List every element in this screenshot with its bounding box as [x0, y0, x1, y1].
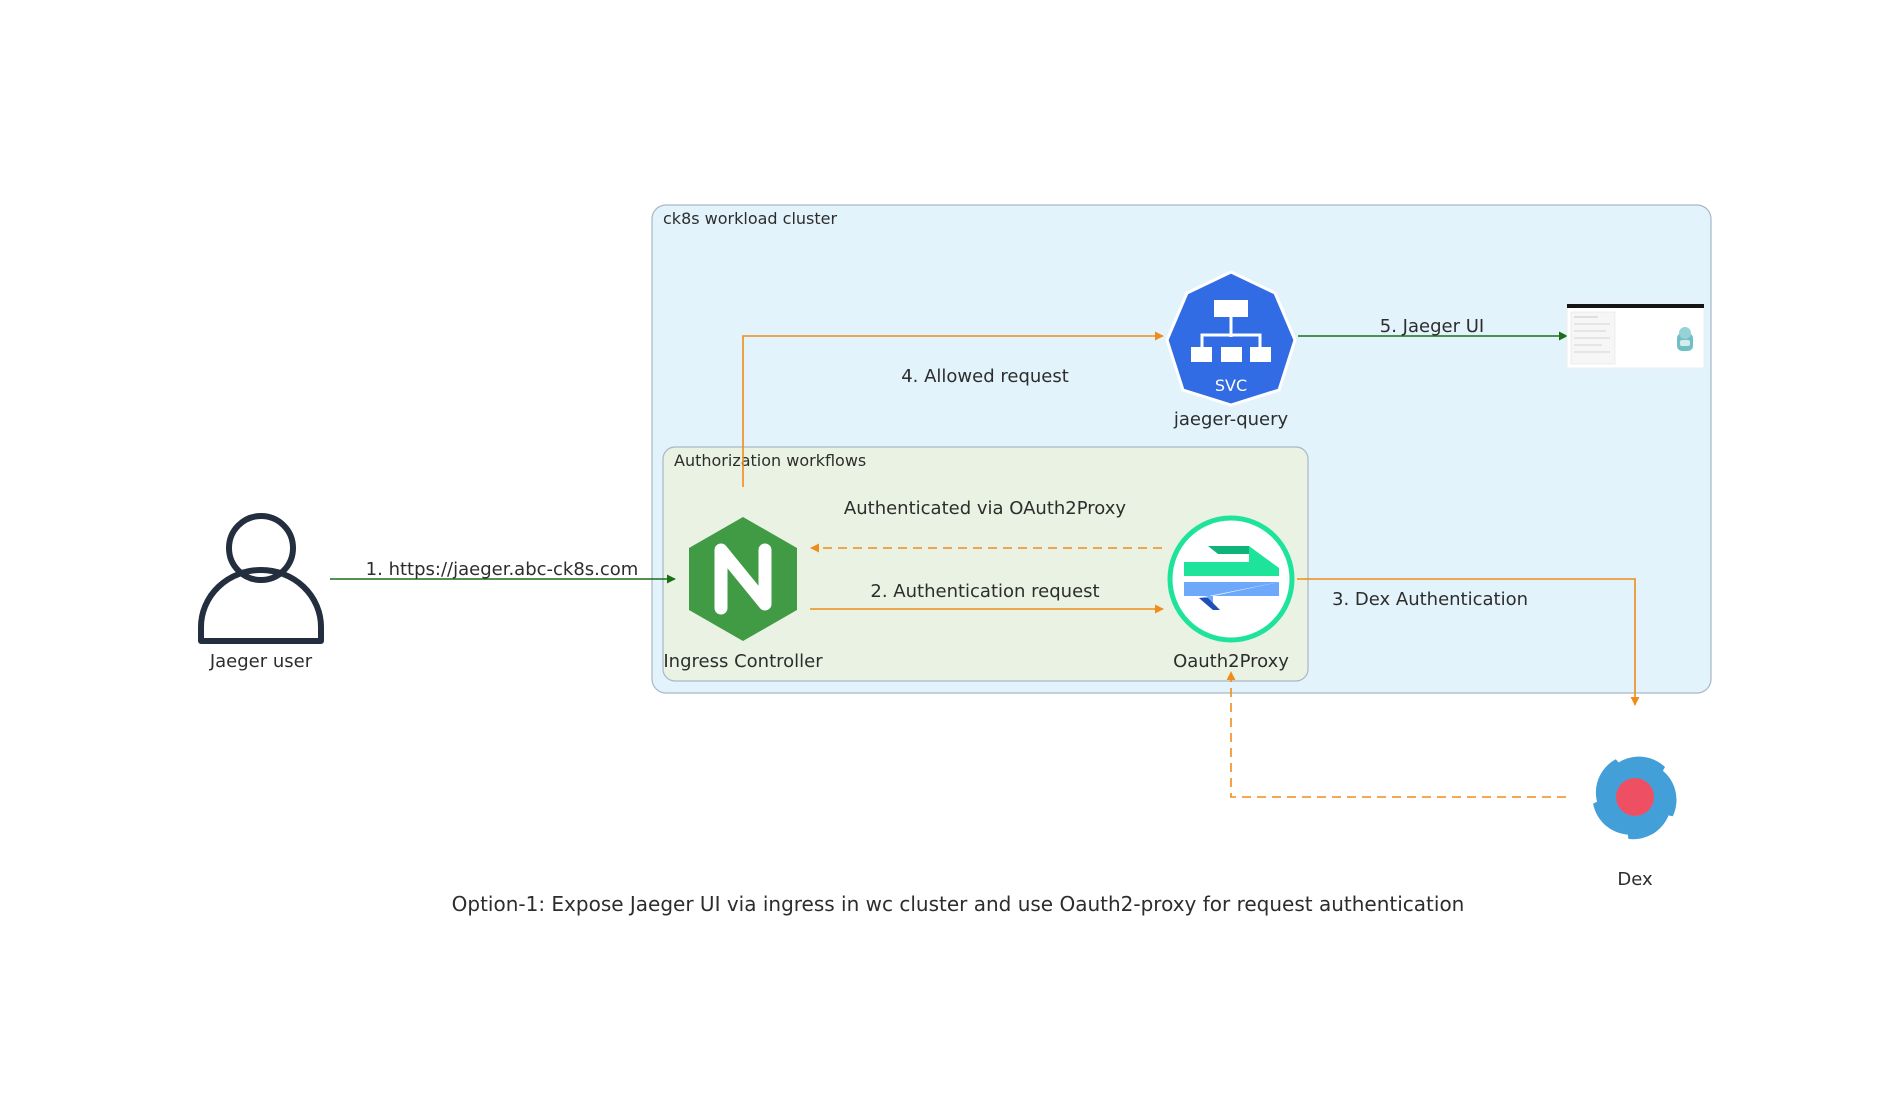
- jaeger-ui-screenshot-icon: [1566, 303, 1705, 369]
- edge-4: 4. Allowed request: [742, 331, 1164, 487]
- edge-3: 3. Dex Authentication: [1297, 578, 1640, 706]
- diagram-caption: Option-1: Expose Jaeger UI via ingress i…: [452, 892, 1465, 916]
- k8s-service-icon: SVC: [1165, 270, 1297, 407]
- node-ingress-label: Ingress Controller: [663, 651, 823, 672]
- edge-4-label: 4. Allowed request: [901, 366, 1069, 387]
- node-ingress: Ingress Controller: [663, 517, 823, 672]
- edge-2-label: 2. Authentication request: [870, 581, 1099, 602]
- node-ui: [1566, 303, 1705, 369]
- cluster-authz: Authorization workflows: [662, 446, 1309, 682]
- node-query: SVC jaeger-query: [1165, 270, 1297, 430]
- node-query-label: jaeger-query: [1173, 409, 1289, 430]
- edge-1-label: 1. https://jaeger.abc-ck8s.com: [366, 559, 639, 580]
- node-dex: Dex: [1593, 756, 1677, 890]
- dex-icon: [1593, 756, 1677, 840]
- oauth2proxy-icon: [1167, 515, 1295, 643]
- cluster-workload-label: ck8s workload cluster: [663, 209, 838, 228]
- node-oauth: Oauth2Proxy: [1167, 515, 1295, 672]
- node-user-label: Jaeger user: [209, 651, 313, 672]
- cluster-authz-label: Authorization workflows: [674, 451, 866, 470]
- node-dex-label: Dex: [1617, 869, 1653, 890]
- node-user: Jaeger user: [198, 513, 324, 672]
- edge-authenticated-label: Authenticated via OAuth2Proxy: [844, 498, 1126, 519]
- nginx-icon: [689, 517, 797, 641]
- user-icon: [198, 513, 324, 644]
- edge-5: 5. Jaeger UI: [1298, 316, 1568, 341]
- edge-2: 2. Authentication request: [810, 581, 1164, 614]
- edge-authenticated: Authenticated via OAuth2Proxy: [810, 498, 1162, 553]
- edge-3-label: 3. Dex Authentication: [1332, 589, 1528, 610]
- edge-5-label: 5. Jaeger UI: [1380, 316, 1484, 337]
- edge-dex-back: [1226, 671, 1566, 798]
- node-oauth-label: Oauth2Proxy: [1173, 651, 1289, 672]
- edge-1: 1. https://jaeger.abc-ck8s.com: [330, 559, 676, 584]
- svc-badge: SVC: [1215, 376, 1247, 395]
